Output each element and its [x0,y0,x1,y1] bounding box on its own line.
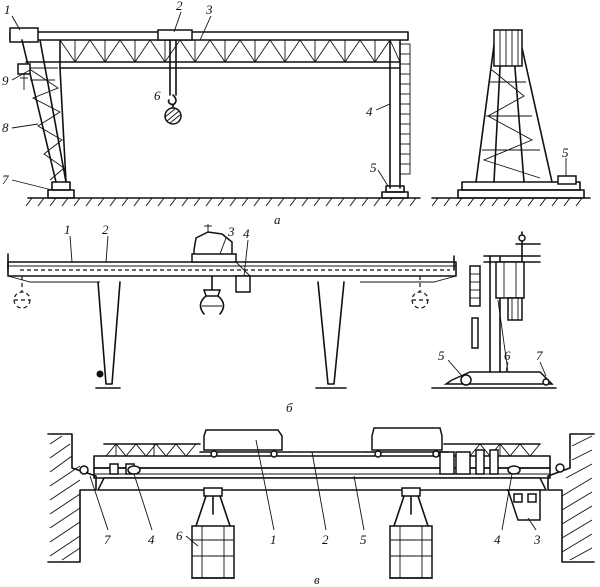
side-view-b [431,231,557,389]
label-a-2: 2 [176,0,183,13]
caption-a: а [274,212,281,227]
ground-hatch-a [25,197,417,207]
legs-b [95,281,347,389]
label-c-4: 4 [148,532,155,547]
caption-c: в [314,572,320,587]
label-b-5: 5 [438,348,445,363]
panel-b-cantilever-crane: 1 2 3 4 5 6 7 б [7,222,557,415]
label-c-6: 6 [176,528,183,543]
label-a-6: 6 [154,88,161,103]
label-a-1: 1 [4,2,11,17]
hook-load [164,39,182,125]
label-c-7: 7 [104,532,111,547]
label-c-2: 2 [322,532,329,547]
label-c-4b: 4 [494,532,501,547]
label-c-1: 1 [270,532,277,547]
label-c-3: 3 [533,532,541,547]
label-b-4: 4 [243,226,250,241]
labels-panel-a: 1 2 3 6 9 8 7 4 5 5 а [2,0,569,227]
trolleys-c [199,427,449,458]
label-b-7: 7 [536,348,543,363]
trolley-grab-b [191,224,251,315]
panel-a-gantry-crane: 1 2 3 6 9 8 7 4 5 5 а [2,0,591,227]
label-b-2: 2 [102,222,109,237]
label-b-3: 3 [227,224,235,239]
truss-bridge [9,27,409,69]
label-b-6: 6 [504,348,511,363]
grab-right-c [389,487,433,579]
label-b-1: 1 [64,222,71,237]
grab-left-c [191,487,235,579]
right-leg [381,39,411,199]
label-a-3: 3 [205,2,213,17]
label-a-4: 4 [366,104,373,119]
left-wall [47,433,97,563]
label-a-5: 5 [370,160,377,175]
label-c-5: 5 [360,532,367,547]
label-a-8: 8 [2,120,9,135]
cantilever-loads-b [13,276,429,309]
label-a-5b: 5 [562,145,569,160]
caption-b: б [286,400,293,415]
gantry-side-view [431,29,591,207]
panel-c-overhead-crane: 7 4 6 1 2 5 4 3 в [47,427,595,587]
bridge-c [79,443,565,491]
cabin-c [506,489,541,521]
labels-panel-c: 7 4 6 1 2 5 4 3 в [89,439,541,587]
label-a-7: 7 [2,172,9,187]
right-wall [547,433,595,563]
label-a-9: 9 [2,73,9,88]
left-leg [17,39,75,199]
labels-panel-b: 1 2 3 4 5 6 7 б [64,222,547,415]
